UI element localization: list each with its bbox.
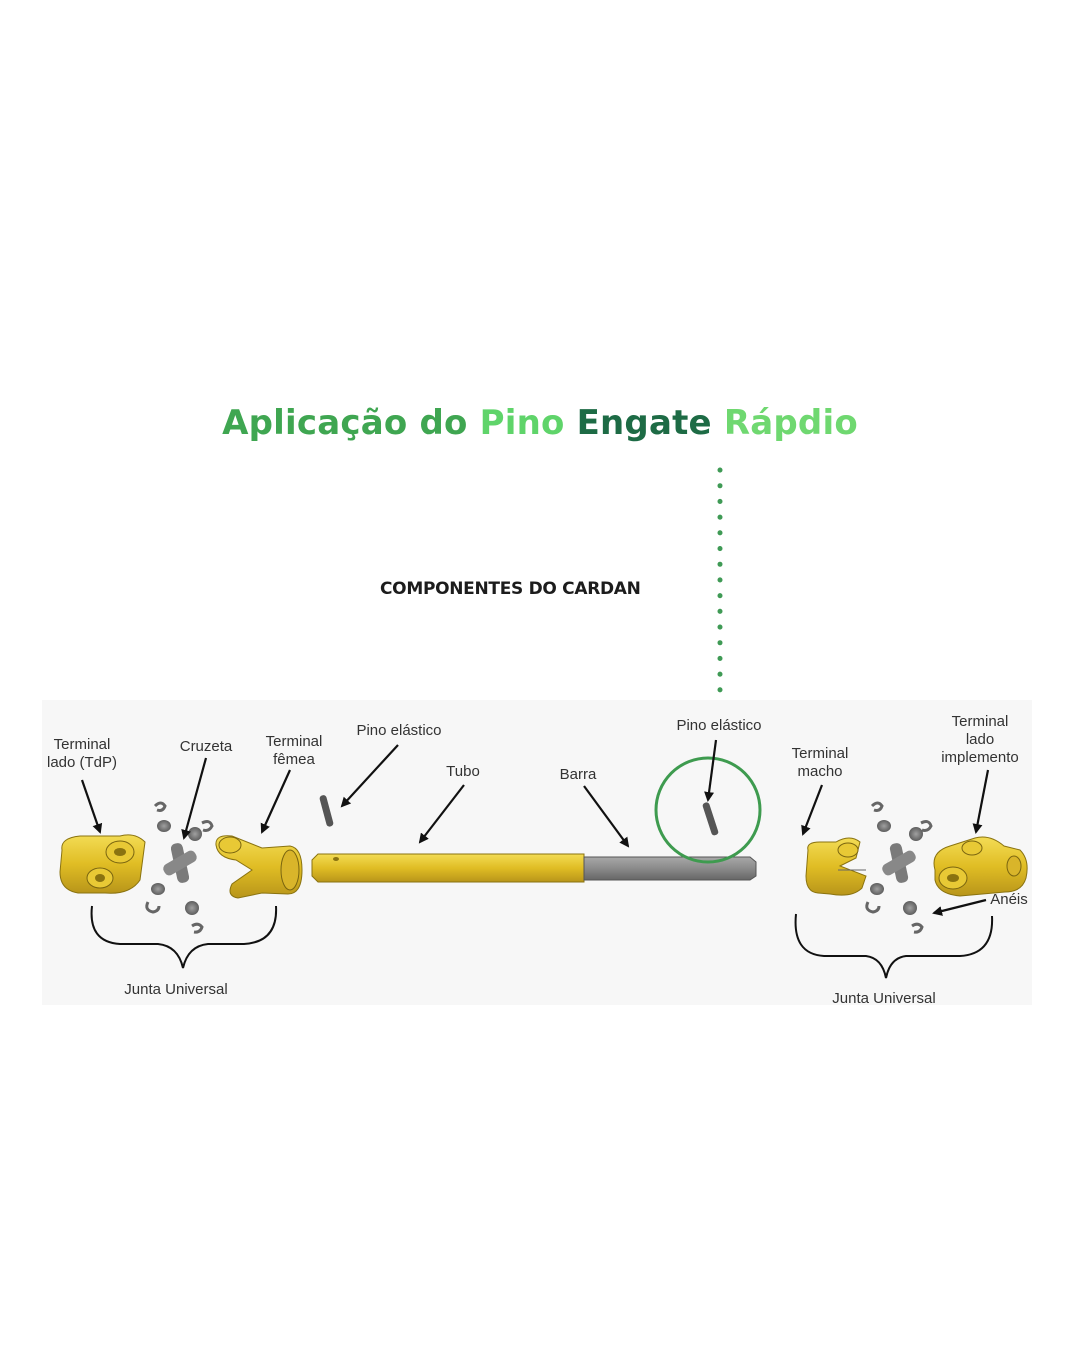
arrow-terminal-femea (260, 769, 292, 834)
barra-part (583, 856, 757, 881)
label-pino-elastico-left: Pino elástico (356, 722, 442, 739)
terminal-implemento-yoke (933, 836, 1028, 897)
diagram-subtitle: COMPONENTES DO CARDAN (380, 579, 641, 599)
arrow-terminal-tdp (80, 779, 103, 834)
brace-left (90, 905, 278, 969)
terminal-tdp-yoke (59, 834, 146, 894)
label-junta-universal-right: Junta Universal (832, 990, 936, 1007)
label-barra: Barra (559, 766, 597, 783)
label-terminal-tdp: Terminal lado (TdP) (46, 736, 118, 771)
cruzeta-cross-right (882, 843, 916, 883)
arrow-pino-elastico-left (340, 744, 399, 808)
pino-elastico-left-part (319, 795, 334, 827)
label-pino-elastico-right: Pino elástico (676, 717, 762, 734)
pino-elastico-highlight-circle (654, 756, 762, 864)
page-title: Aplicação do Pino Engate Rápdio (0, 403, 1080, 443)
title-segment-engate: Engate (576, 403, 724, 443)
label-terminal-macho: Terminal macho (791, 745, 849, 780)
diagram-panel (42, 700, 1032, 1005)
label-terminal-implemento: Terminal lado implemento (941, 713, 1019, 766)
label-cruzeta: Cruzeta (179, 738, 233, 755)
terminal-macho-yoke (805, 837, 867, 896)
arrow-terminal-implemento (972, 769, 990, 834)
arrow-cruzeta (181, 757, 208, 840)
title-segment-rapido: Rápdio (723, 403, 858, 443)
terminal-femea-yoke (215, 835, 303, 899)
brace-right (794, 913, 994, 979)
label-terminal-femea: Terminal fêmea (265, 733, 323, 768)
cruzeta-parts-right (865, 801, 933, 934)
title-segment-pino: Pino (479, 403, 577, 443)
label-aneis: Anéis (990, 891, 1028, 908)
arrow-aneis (932, 898, 987, 916)
cruzeta-parts-left (145, 801, 214, 934)
title-segment-aplicacao: Aplicação do (222, 403, 480, 443)
arrow-pino-elastico-right (704, 739, 718, 802)
arrow-tubo (418, 784, 465, 844)
cruzeta-cross (163, 843, 197, 883)
arrow-barra (583, 785, 630, 848)
label-junta-universal-left: Junta Universal (124, 981, 228, 998)
label-tubo: Tubo (446, 763, 480, 780)
tubo-part (311, 853, 585, 883)
arrow-terminal-macho (801, 784, 824, 836)
